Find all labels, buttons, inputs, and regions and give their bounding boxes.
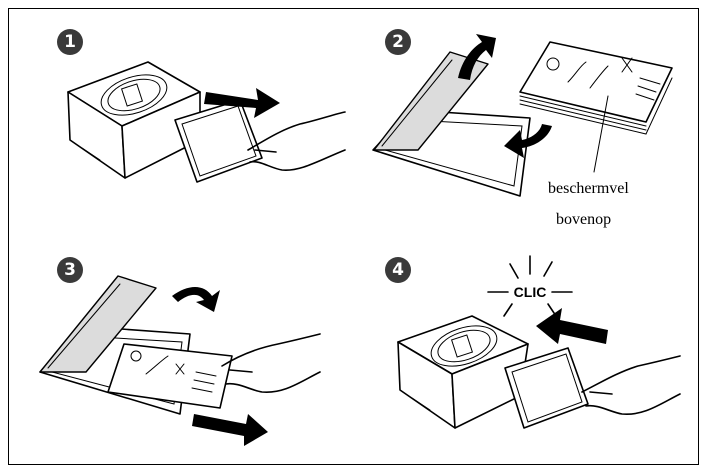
step-3-badge: [57, 257, 83, 283]
paper-tray: [504, 347, 589, 429]
printer-body: [397, 315, 529, 429]
panel-step-4: 4 CLIC: [385, 255, 681, 429]
diagram-frame: [8, 8, 699, 465]
protective-sheet: [107, 343, 233, 409]
arrow-remove-sheet: [192, 414, 268, 446]
step-1-badge: [57, 29, 83, 55]
paper-stack: [519, 41, 673, 135]
arrow-push-in: [536, 308, 608, 344]
step-4-badge: [385, 257, 411, 283]
protective-sheet-label-line2: bovenop: [556, 211, 611, 228]
hand: [247, 111, 346, 171]
open-tray: [372, 51, 531, 197]
arrow-insert-paper: [504, 124, 552, 158]
arrow-lift-lid: [458, 34, 496, 80]
protective-sheet-label-line1: beschermvel: [548, 180, 629, 197]
arrow-close-lid: [172, 287, 220, 312]
panel-step-2: 2 beschermvel bovenop: [372, 29, 673, 228]
paper-tray: [174, 99, 263, 183]
callout-line: [593, 95, 609, 173]
panel-step-1: 1: [57, 29, 346, 183]
step-1-number: 1: [64, 32, 76, 52]
click-sound-label: CLIC: [514, 284, 547, 300]
arrow-pull-right: [204, 88, 280, 118]
step-3-number: 3: [64, 260, 76, 280]
panel-step-3: 3: [39, 257, 321, 446]
step-2-number: 2: [392, 32, 404, 52]
step-2-badge: [385, 29, 411, 55]
printer-body: [67, 61, 201, 179]
hand: [221, 333, 321, 393]
hand: [581, 355, 681, 415]
click-burst: [487, 255, 573, 317]
step-4-number: 4: [392, 260, 404, 280]
